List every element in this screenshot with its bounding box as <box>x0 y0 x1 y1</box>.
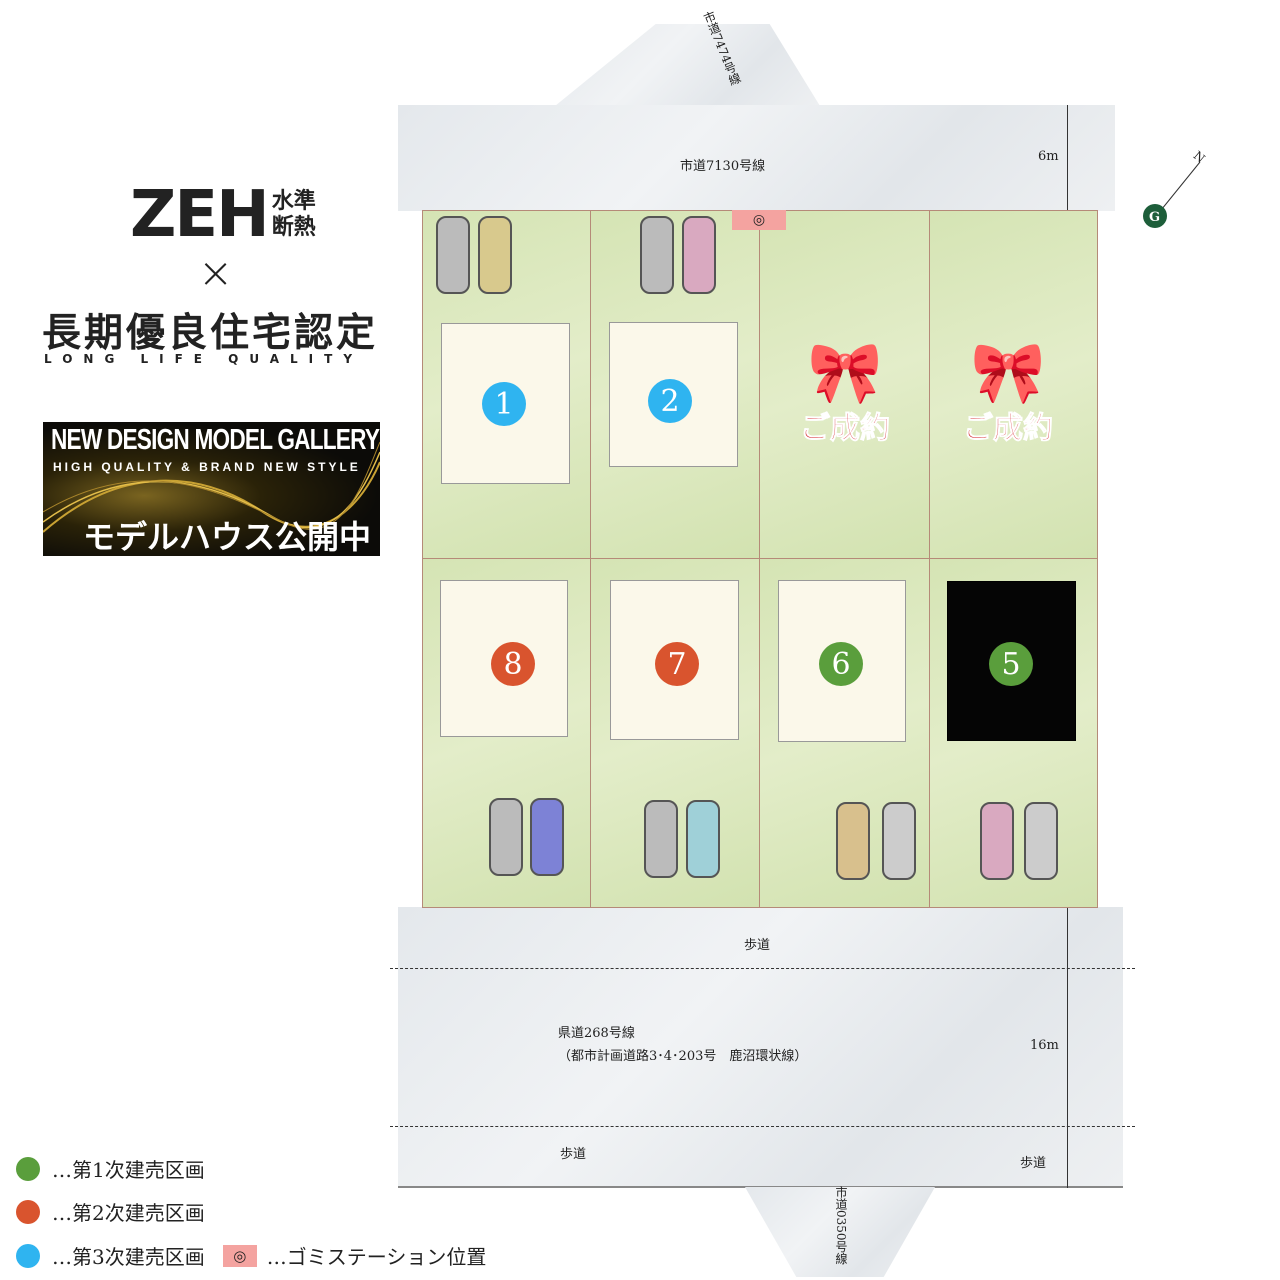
car <box>644 800 678 878</box>
banner-cta: モデルハウス公開中 <box>83 518 372 556</box>
top-road-width: 6m <box>1038 149 1059 164</box>
long-life-title: 長期優良住宅認定 <box>42 311 379 356</box>
long-life-subtitle: LONG LIFE QUALITY <box>44 352 364 366</box>
legend-label: …ゴミステーション位置 <box>266 1245 487 1269</box>
zeh-sub2: 断熱 <box>271 215 316 240</box>
svg-text:G: G <box>1149 210 1160 225</box>
car <box>836 802 870 880</box>
main-road-width: 16m <box>1030 1038 1059 1053</box>
times-mark: × <box>198 248 234 297</box>
bottom-road-label: 市道0350号線 <box>834 1186 848 1265</box>
lot-4[interactable] <box>929 210 1098 559</box>
sold-label: ご成約 <box>963 411 1054 447</box>
car <box>489 798 523 876</box>
garbage-station: ◎ <box>732 210 786 230</box>
legend-phase1: …第1次建売区画 <box>16 1154 205 1183</box>
green-dot-icon <box>16 1156 40 1181</box>
lot-3[interactable] <box>759 210 930 559</box>
car <box>686 800 720 878</box>
top-diagonal-road <box>555 24 820 106</box>
car <box>436 216 470 294</box>
lot-number-6: 6 <box>819 642 863 686</box>
ribbon-bow-icon: 🎀 <box>970 338 1046 408</box>
lot-number-8: 8 <box>491 642 535 686</box>
car <box>882 802 916 880</box>
red-dot-icon <box>16 1199 40 1224</box>
banner-title: NEW DESIGN MODEL GALLERY <box>51 424 380 456</box>
sold-badge-lot-3: 🎀ご成約 <box>785 343 905 447</box>
top-road-label: 市道7130号線 <box>680 159 766 174</box>
gold-wave-decoration <box>43 441 380 533</box>
zeh-text: ZEH <box>130 178 270 252</box>
legend-label: …第2次建売区画 <box>52 1201 205 1225</box>
model-gallery-banner[interactable]: NEW DESIGN MODEL GALLERY HIGH QUALITY & … <box>43 422 380 556</box>
car <box>640 216 674 294</box>
lot-number-1: 1 <box>482 382 526 426</box>
car <box>530 798 564 876</box>
main-road-sublabel: （都市計画道路3･4･203号 鹿沼環状線） <box>558 1049 808 1064</box>
zeh-logo: ZEH 水準 断熱 <box>130 178 316 252</box>
sidewalk-line-top <box>390 968 1135 969</box>
top-road <box>398 105 1115 211</box>
legend-label: …第1次建売区画 <box>52 1158 205 1182</box>
lot-number-2: 2 <box>648 379 692 423</box>
banner-subtitle: HIGH QUALITY & BRAND NEW STYLE <box>53 460 361 474</box>
top-road-width-line <box>1067 105 1068 211</box>
sidewalk-left-label: 歩道 <box>560 1147 587 1162</box>
car <box>980 802 1014 880</box>
sidewalk-line-bottom <box>390 1126 1135 1127</box>
blue-dot-icon <box>16 1243 40 1268</box>
zeh-sub1: 水準 <box>271 189 316 214</box>
compass: G N <box>1138 148 1208 235</box>
garbage-station-icon: ◎ <box>222 1244 257 1267</box>
main-road-label: 県道268号線 <box>558 1026 635 1041</box>
lot-number-7: 7 <box>655 642 699 686</box>
legend-label: …第3次建売区画 <box>52 1245 205 1269</box>
legend-phase3: …第3次建売区画 ◎ …ゴミステーション位置 <box>16 1241 486 1270</box>
ribbon-bow-icon: 🎀 <box>807 338 883 408</box>
sidewalk-right-label: 歩道 <box>1020 1156 1047 1171</box>
car <box>1024 802 1058 880</box>
car <box>478 216 512 294</box>
main-road <box>398 907 1123 1188</box>
sidewalk-top-label: 歩道 <box>744 938 771 953</box>
lot-number-5: 5 <box>989 642 1033 686</box>
sold-badge-lot-4: 🎀ご成約 <box>948 343 1068 447</box>
sold-label: ご成約 <box>800 411 891 447</box>
main-road-width-line <box>1067 907 1068 1188</box>
legend-phase2: …第2次建売区画 <box>16 1197 205 1226</box>
car <box>682 216 716 294</box>
